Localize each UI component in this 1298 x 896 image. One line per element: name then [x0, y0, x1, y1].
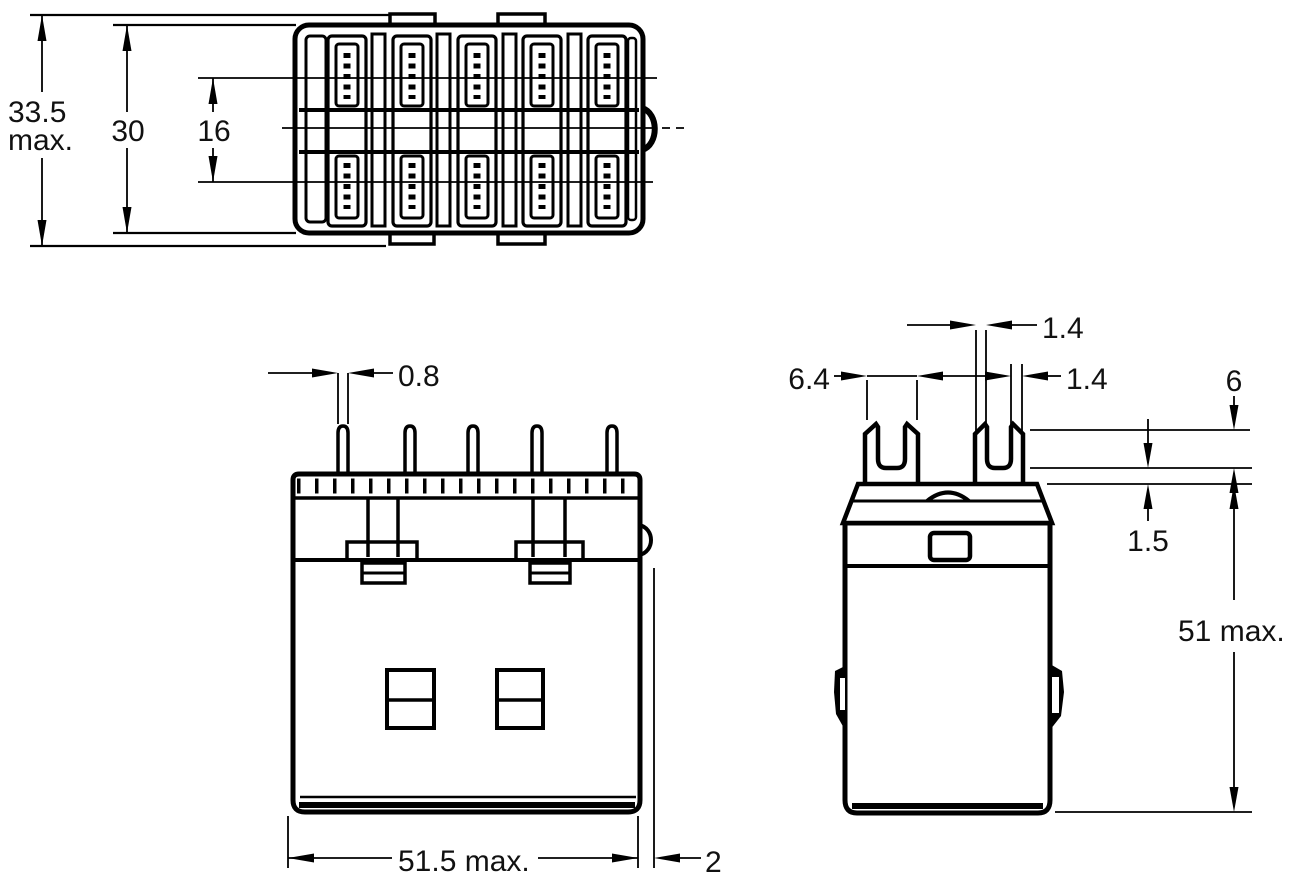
dim-label-33-5: 33.5	[8, 96, 66, 129]
dim-label-16: 16	[197, 115, 230, 148]
dim-overall-height-33-5: 33.5 max.	[8, 15, 73, 246]
dim-shoulder-1-5: 1.5	[1127, 419, 1169, 558]
dim-label-1-4-lower: 1.4	[1066, 363, 1108, 396]
dim-overall-width-51-5: 51.5 max.	[287, 568, 655, 878]
dim-label-1-4-upper: 1.4	[1042, 312, 1084, 345]
window-left	[385, 668, 436, 730]
dim-label-30: 30	[111, 115, 144, 148]
dim-label-0-8: 0.8	[398, 360, 440, 393]
front-view-side-lug	[638, 523, 653, 557]
separator-slots	[370, 32, 583, 228]
dim-pin-thickness-0-8: 0.8	[268, 360, 440, 424]
dim-prong-lower-1-4: 1.4	[985, 363, 1108, 396]
right-inner-slot	[626, 36, 638, 222]
dim-case-height-30: 30	[111, 25, 145, 233]
top-view: 33.5 max. 30 16	[8, 12, 684, 248]
top-view-extension-lines	[30, 13, 390, 248]
front-view: 0.8	[268, 360, 722, 879]
dim-fork-width-6-4: 6.4	[788, 363, 986, 396]
dim-prong-upper-1-4: 1.4	[907, 312, 1084, 345]
dim-label-2: 2	[705, 846, 722, 879]
side-window	[927, 530, 973, 563]
side-view-case-outline	[842, 520, 1053, 816]
dim-terminal-spacing-16: 16	[197, 78, 231, 182]
cap-center-bump	[925, 490, 971, 503]
dim-label-33-5-suffix: max.	[8, 124, 73, 157]
top-view-reference-lines	[198, 77, 684, 183]
left-inner-slot	[304, 34, 328, 224]
dim-label-1-5: 1.5	[1127, 525, 1169, 558]
top-view-interior	[299, 32, 639, 228]
dim-overall-height-51: 51 max.	[1178, 484, 1285, 812]
side-view: 1.4 6.4 1.4	[788, 312, 1285, 816]
front-view-case-outline	[290, 471, 643, 815]
dim-label-6: 6	[1226, 365, 1243, 398]
dim-fork-tip-6: 6	[1226, 365, 1243, 493]
latch-slot-left	[360, 561, 407, 585]
front-view-interior	[293, 478, 640, 808]
fork-terminal-left	[862, 420, 921, 484]
dim-label-6-4: 6.4	[788, 363, 830, 396]
side-view-extension-lines	[866, 330, 1023, 438]
latch-ear-left	[834, 666, 845, 730]
dim-lug-projection-2: 2	[654, 846, 722, 879]
window-right	[495, 668, 545, 730]
top-view-side-lug	[640, 105, 658, 153]
latch-ear-right	[1050, 664, 1064, 730]
fork-terminal-right	[972, 420, 1026, 484]
bifurcated-terminals	[862, 420, 1026, 484]
side-view-cap	[839, 481, 1056, 526]
side-view-reference-lines	[1030, 429, 1252, 813]
dim-label-51-5-max: 51.5 max.	[398, 845, 530, 878]
latch-slot-right	[528, 561, 572, 585]
dim-label-51-max: 51 max.	[1178, 615, 1285, 648]
side-view-interior	[834, 530, 1064, 809]
top-view-case-outline	[292, 22, 646, 236]
